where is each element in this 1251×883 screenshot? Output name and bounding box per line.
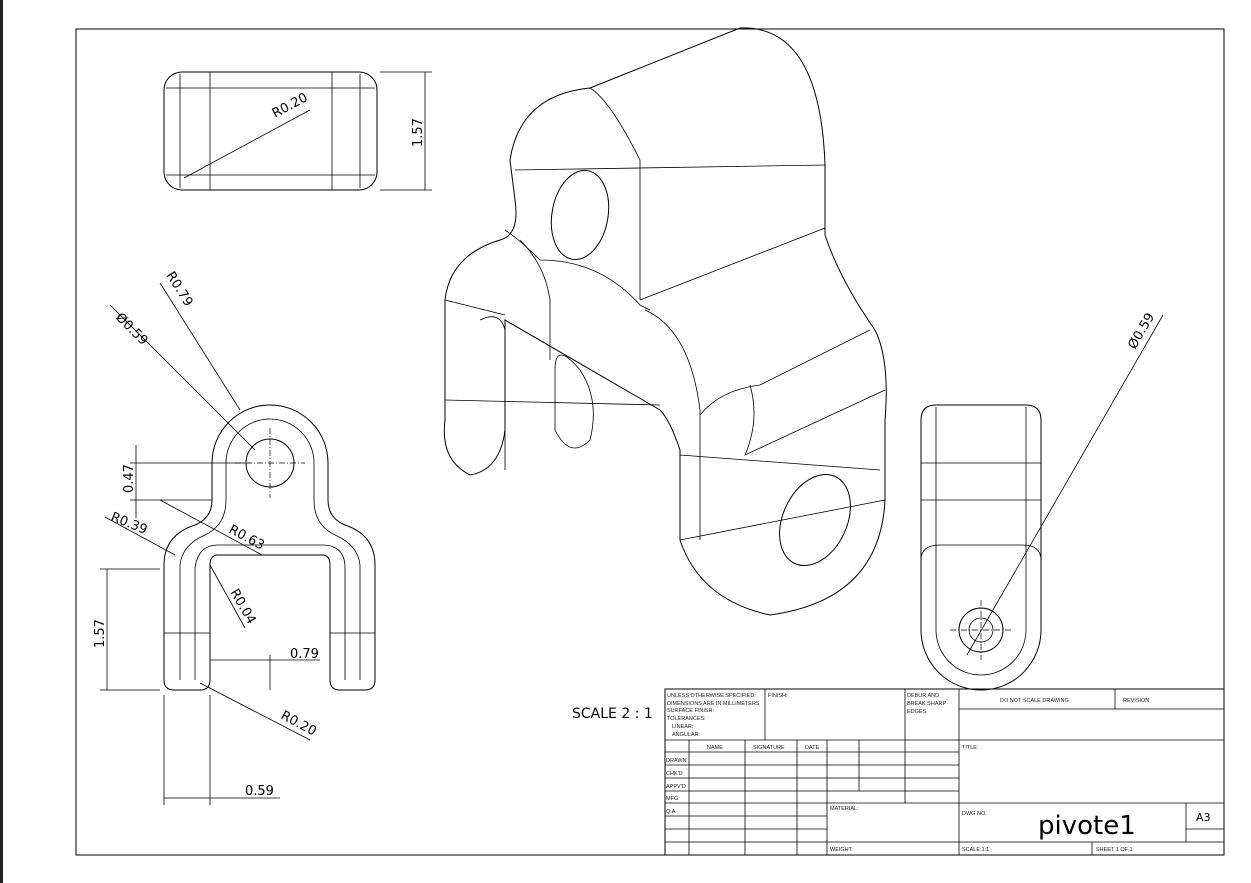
tb-name: NAME: [707, 745, 723, 751]
window-edge: [0, 0, 3, 883]
tb-dwg-no: DWG NO.: [962, 811, 987, 817]
tb-tolerances: TOLERANCES:: [667, 716, 706, 722]
dim-shoulder-radius: R0.39: [109, 510, 150, 538]
dim-leg-width: 0.59: [245, 784, 274, 799]
tb-finish: FINISH:: [768, 693, 788, 699]
tb-role: DRAWN: [666, 758, 687, 764]
tb-signature: SIGNATURE: [753, 745, 785, 751]
dim-top-height: 1.57: [411, 118, 426, 147]
tb-part-name: pivote1: [1038, 811, 1136, 841]
tb-debur-2: BREAK SHARP: [907, 701, 946, 707]
tb-debur-3: EDGES: [907, 709, 927, 715]
scale-note: SCALE 2 : 1: [572, 706, 653, 722]
tb-revision: REVISION: [1123, 698, 1149, 704]
tb-size: A3: [1196, 811, 1211, 824]
tb-angular: ANGULAR:: [672, 732, 701, 738]
tb-sheet: SHEET 1 OF 1: [1096, 847, 1133, 853]
tb-surface: SURFACE FINISH:: [667, 708, 715, 714]
dim-hole-offset: 0.47: [122, 464, 137, 493]
sheet-border: [75, 28, 1225, 856]
tb-role: CHK'D: [666, 771, 683, 777]
top-view: R0.20 1.57: [163, 71, 432, 191]
tb-role: Q.A: [666, 809, 676, 815]
title-block: UNLESS OTHERWISE SPECIFIED: DIMENSIONS A…: [664, 688, 1225, 856]
tb-date: DATE: [805, 745, 820, 751]
tb-material: MATERIAL:: [830, 806, 859, 812]
dim-slot-depth: 0.79: [290, 647, 319, 662]
tb-debur-1: DEBUR AND: [907, 693, 939, 699]
tb-role: APPV'D: [666, 784, 686, 790]
tb-unless: UNLESS OTHERWISE SPECIFIED:: [667, 693, 756, 699]
dim-inner-radius: R0.63: [226, 522, 267, 553]
tb-title: TITLE:: [962, 745, 979, 751]
dim-top-radius-front: R0.79: [163, 269, 196, 309]
isometric-view: [443, 27, 887, 616]
dim-top-radius: R0.20: [270, 90, 311, 121]
tb-do-not-scale: DO NOT SCALE DRAWING: [1000, 698, 1069, 704]
tb-role: MFG: [666, 796, 678, 802]
front-view: Ø0.59 R0.79 0.47 R0.39 R0.63 R0.04 1.57 …: [93, 269, 376, 805]
tb-weight: WEIGHT:: [830, 847, 853, 853]
dim-slot-radius: R0.04: [227, 587, 259, 627]
dim-hole-dia: Ø0.59: [112, 310, 150, 348]
dim-leg-radius: R0.20: [278, 708, 319, 739]
tb-dims: DIMENSIONS ARE IN MILLIMETERS: [667, 701, 760, 707]
tb-scale: SCALE:1:1: [962, 847, 989, 853]
side-view: Ø0.59: [920, 311, 1164, 691]
dim-front-height: 1.57: [93, 619, 108, 648]
tb-linear: LINEAR:: [672, 724, 694, 730]
